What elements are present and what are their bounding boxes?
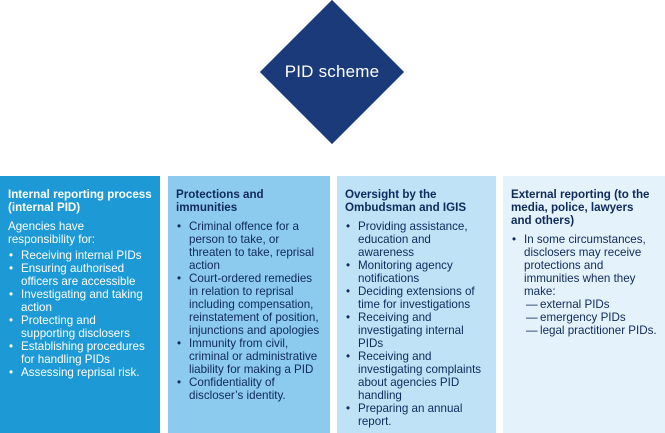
list-item: Establishing procedures for handling PID…: [8, 340, 152, 366]
list-item: Receiving internal PIDs: [8, 249, 152, 262]
list-item: Monitoring agency notifications: [345, 259, 488, 285]
list-item-text: In some circumstances, disclosers may re…: [524, 233, 646, 298]
sub-list-item: external PIDs: [524, 298, 657, 311]
sub-list-item: legal practitioner PIDs.: [524, 324, 657, 337]
list-item: Protecting and supporting disclosers: [8, 314, 152, 340]
list-item: Court-ordered remedies in relation to re…: [176, 272, 322, 337]
list-item: Confidentiality of discloser’s identity.: [176, 376, 322, 402]
box-title: External reporting (to the media, police…: [511, 188, 650, 227]
internal-reporting-box: Internal reporting process (internal PID…: [0, 176, 160, 433]
list-item: Deciding extensions of time for investig…: [345, 285, 488, 311]
list-item: In some circumstances, disclosers may re…: [511, 233, 657, 337]
list-item: Investigating and taking action: [8, 288, 152, 314]
box-list: Providing assistance, education and awar…: [345, 220, 488, 428]
list-item: Preparing an annual report.: [345, 402, 488, 428]
pid-scheme-label: PID scheme: [284, 62, 380, 81]
protections-immunities-box: Protections and immunities Criminal offe…: [168, 176, 330, 433]
box-list: In some circumstances, disclosers may re…: [511, 233, 657, 337]
oversight-box: Oversight by the Ombudsman and IGIS Prov…: [337, 176, 496, 433]
box-intro: Agencies have responsibility for:: [8, 220, 95, 246]
box-list: Receiving internal PIDs Ensuring authori…: [8, 249, 152, 379]
sub-list: external PIDs emergency PIDs legal pract…: [524, 298, 657, 337]
box-list: Criminal offence for a person to take, o…: [176, 220, 322, 402]
list-item: Criminal offence for a person to take, o…: [176, 220, 322, 272]
box-title: Internal reporting process (internal PID…: [8, 188, 152, 214]
list-item: Assessing reprisal risk.: [8, 366, 152, 379]
box-title: Protections and immunities: [176, 188, 264, 214]
pid-scheme-diamond: PID scheme: [259, 0, 405, 145]
list-item: Receiving and investigating complaints a…: [345, 350, 488, 402]
list-item: Immunity from civil, criminal or adminis…: [176, 337, 322, 376]
external-reporting-box: External reporting (to the media, police…: [503, 176, 665, 433]
list-item: Providing assistance, education and awar…: [345, 220, 488, 259]
sub-list-item: emergency PIDs: [524, 311, 657, 324]
list-item: Receiving and investigating internal PID…: [345, 311, 488, 350]
list-item: Ensuring authorised officers are accessi…: [8, 262, 152, 288]
box-title: Oversight by the Ombudsman and IGIS: [345, 188, 467, 214]
